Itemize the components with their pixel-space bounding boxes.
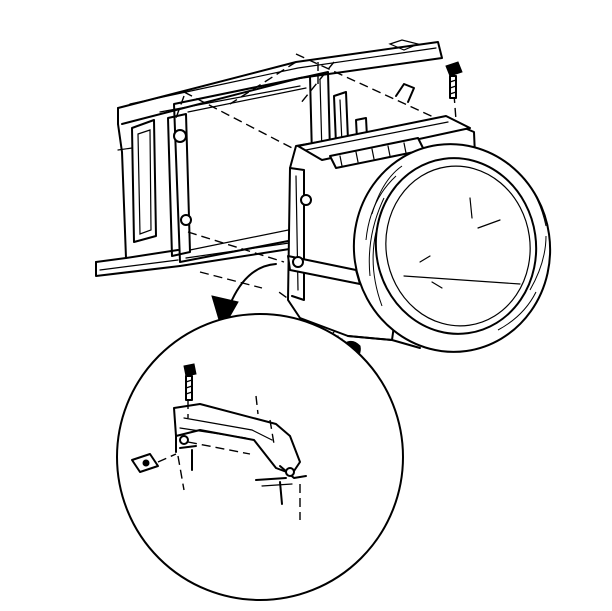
detail-clip [131, 453, 177, 473]
radiator-support-frame [95, 39, 443, 277]
callout-arrow [211, 263, 277, 332]
detail-view-circle [116, 313, 404, 601]
shroud-upper-bolt [445, 61, 463, 99]
fan-shroud [287, 115, 552, 353]
detail-bolt [183, 363, 197, 401]
detail-bracket [173, 395, 307, 520]
